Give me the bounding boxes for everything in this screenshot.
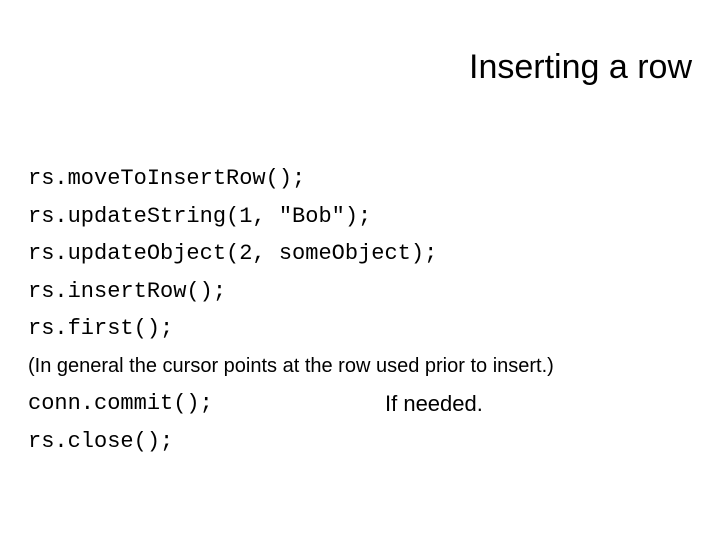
slide-body: rs.moveToInsertRow(); rs.updateString(1,… <box>28 160 708 460</box>
code-line-update-string: rs.updateString(1, "Bob"); <box>28 203 372 229</box>
code-line-move-to-insert-row: rs.moveToInsertRow(); <box>28 166 306 191</box>
code-line-close: rs.close(); <box>28 428 174 454</box>
slide-title: Inserting a row <box>469 48 692 86</box>
code-line-insert-row: rs.insertRow(); <box>28 278 227 304</box>
code-line-update-object: rs.updateObject(2, someObject); <box>28 241 438 266</box>
commit-note: If needed. <box>385 391 483 416</box>
commit-line: conn.commit(); If needed. <box>28 385 708 423</box>
code-line-first: rs.first(); <box>28 316 174 341</box>
cursor-note: (In general the cursor points at the row… <box>28 354 554 377</box>
code-line-commit: conn.commit(); <box>28 391 213 416</box>
